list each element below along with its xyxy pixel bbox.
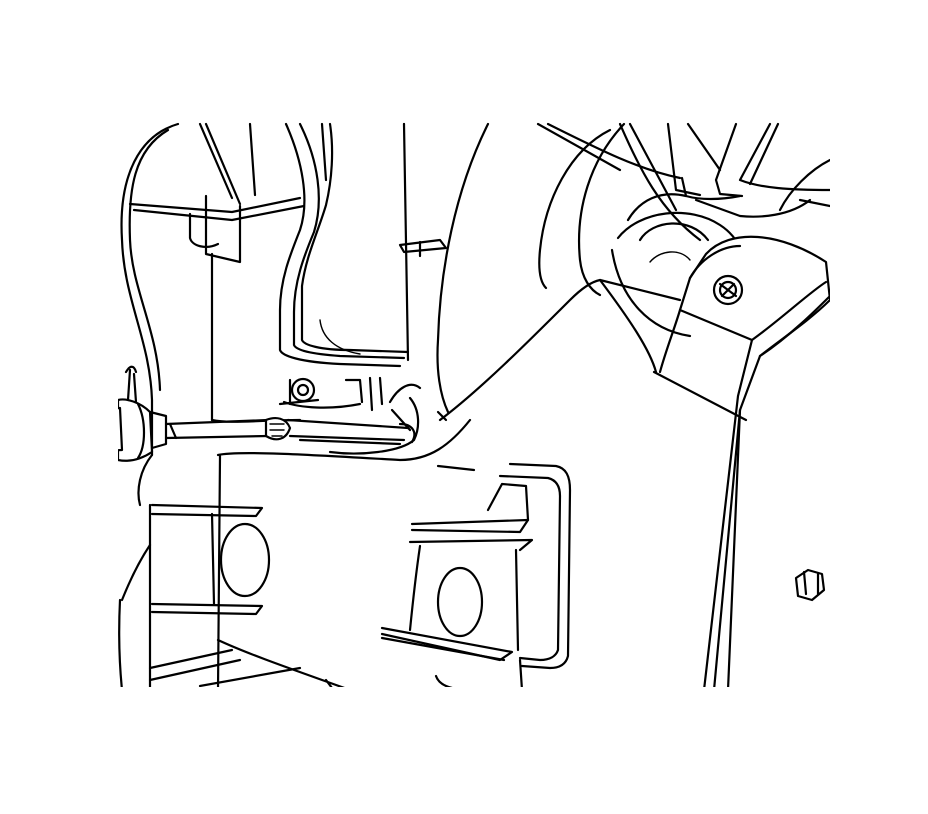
duct-outlet-left [150,503,271,616]
hvac-module-housing [118,122,490,687]
blower-motor-fan [536,122,830,338]
screw [278,376,422,455]
duct-outlet-right [380,462,572,670]
mounting-bracket [652,235,830,687]
mounting-bolt [712,274,744,306]
sensor-wire [164,417,416,444]
hex-nut [794,568,826,602]
temperature-sensor [118,365,168,462]
electrical-connector [118,406,124,452]
hvac-module-housing-center [434,278,682,687]
